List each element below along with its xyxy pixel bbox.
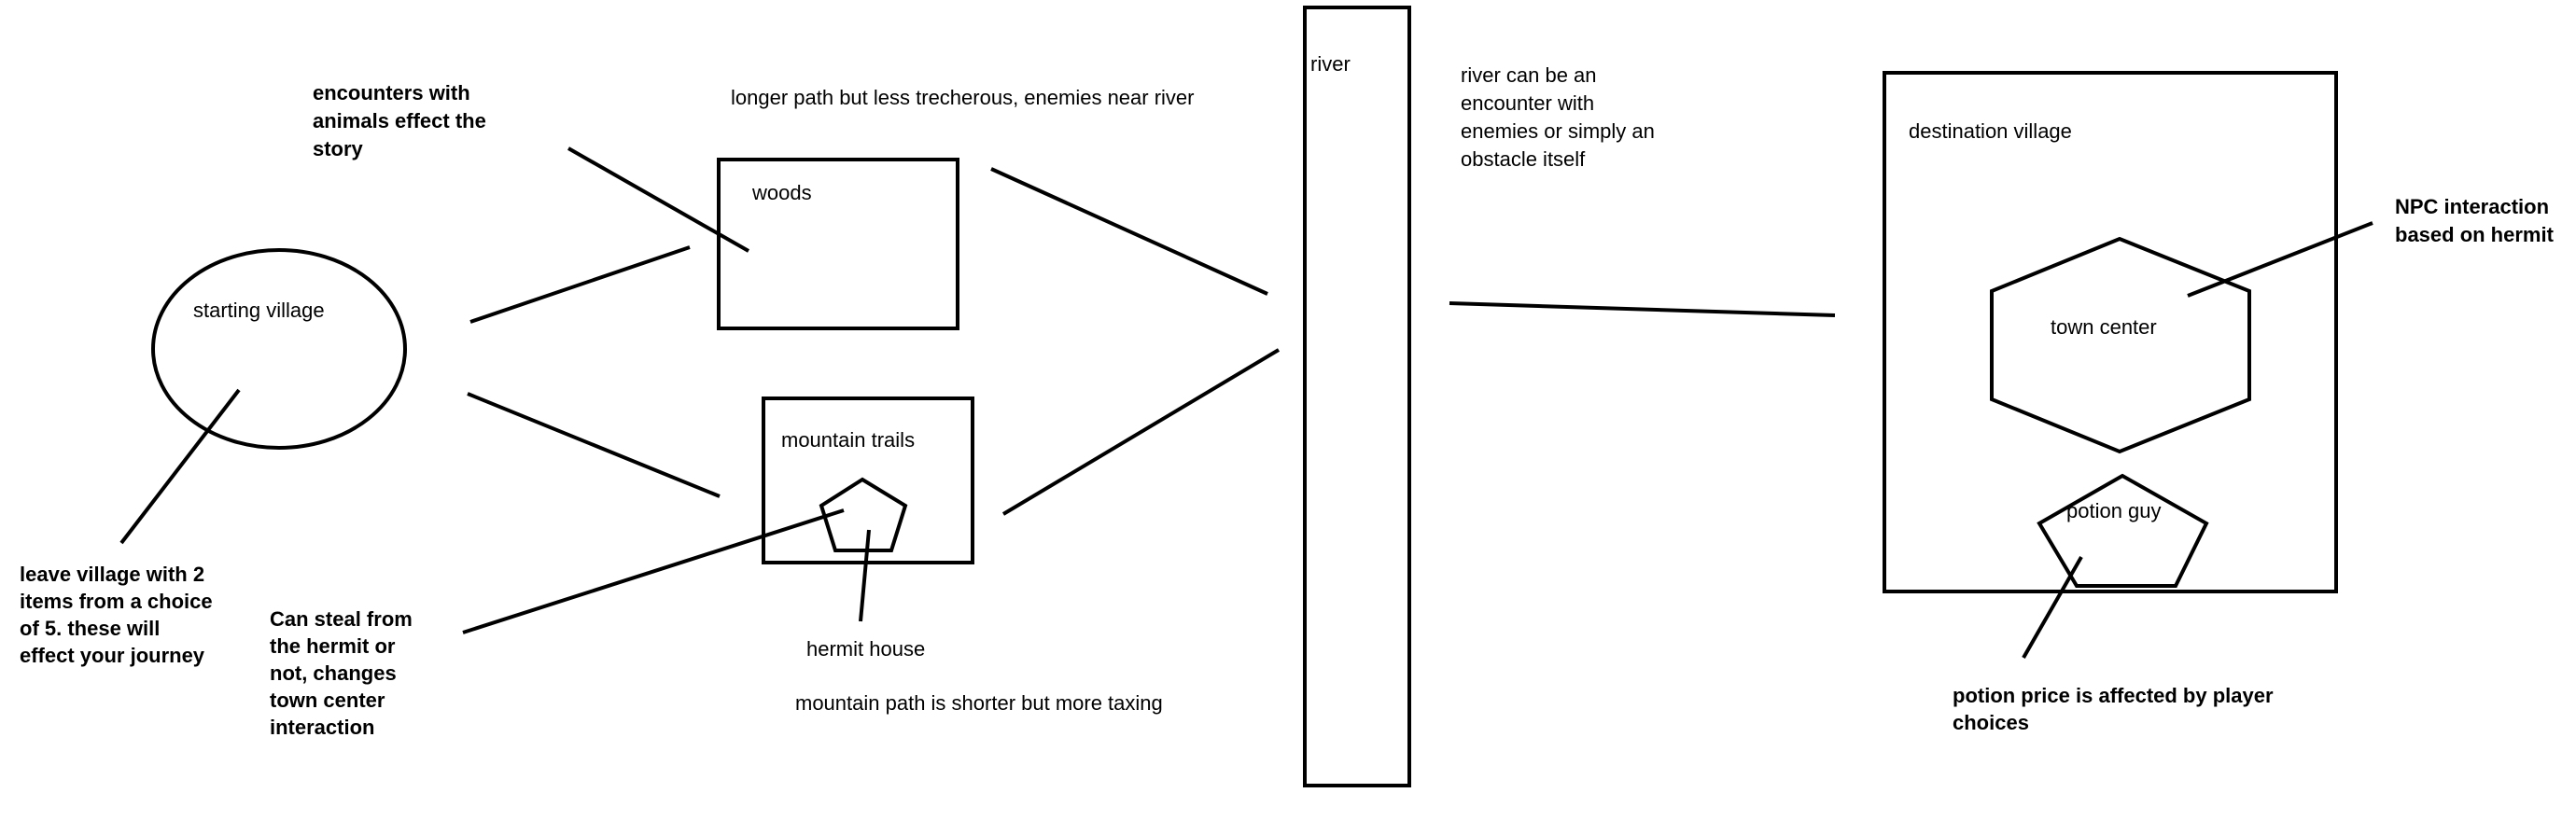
note-animals: encounters with animals effect the story: [313, 81, 486, 160]
note-river-encounter-line: river can be an: [1461, 63, 1597, 87]
connector-woods-to-river: [990, 167, 1268, 296]
note-steal-line: not, changes: [270, 661, 397, 685]
note-leave-village-line: of 5. these will: [20, 617, 160, 640]
hermit-house-pentagon: [819, 477, 908, 552]
note-animals-line: animals effect the: [313, 109, 486, 132]
note-leave-village-line: effect your journey: [20, 644, 205, 667]
note-steal-line: the hermit or: [270, 634, 396, 658]
connector-village-to-mountain: [467, 392, 721, 498]
note-npc-line: NPC interaction: [2395, 195, 2549, 218]
note-animals-line: encounters with: [313, 81, 470, 104]
connector-mountain-to-river: [1001, 348, 1281, 516]
note-river-encounter: river can be an encounter with enemies o…: [1461, 63, 1655, 171]
woods-box: [717, 158, 959, 330]
note-steal: Can steal from the hermit or not, change…: [270, 607, 413, 739]
potion-guy-label: potion guy: [2066, 499, 2162, 522]
starting-village-ellipse: [151, 248, 407, 450]
destination-village-label: destination village: [1909, 119, 2072, 143]
river-box: [1303, 6, 1411, 787]
connector-river-to-destination: [1449, 301, 1836, 317]
note-steal-line: Can steal from: [270, 607, 413, 631]
town-center-label: town center: [2051, 315, 2157, 339]
note-npc: NPC interaction based on hermit: [2395, 195, 2555, 246]
town-center-hexagon: [1990, 236, 2251, 454]
note-river-encounter-line: obstacle itself: [1461, 147, 1586, 171]
woods-label: woods: [751, 181, 812, 204]
pointer-steal-note: [462, 508, 845, 634]
note-longer-path: longer path but less trecherous, enemies…: [731, 86, 1194, 109]
pointer-hermit-house-label: [859, 529, 871, 622]
potion-guy-pentagon: [2037, 473, 2209, 588]
note-potion-price: potion price is affected by player choic…: [1953, 684, 2274, 734]
note-river-encounter-line: enemies or simply an: [1461, 119, 1655, 143]
destination-village-box: [1883, 71, 2338, 593]
note-potion-price-line: choices: [1953, 711, 2029, 734]
note-steal-line: interaction: [270, 716, 374, 739]
pointer-animals-note: [567, 146, 749, 253]
pointer-npc-note: [2187, 221, 2373, 298]
note-river-encounter-line: encounter with: [1461, 91, 1594, 115]
mountain-trails-box: [762, 397, 974, 564]
note-npc-line: based on hermit: [2395, 223, 2555, 246]
river-label: river: [1310, 52, 1351, 76]
note-leave-village-line: items from a choice: [20, 590, 213, 613]
note-mountain-path: mountain path is shorter but more taxing: [795, 691, 1163, 715]
note-animals-line: story: [313, 137, 364, 160]
starting-village-label: starting village: [193, 299, 325, 322]
note-leave-village-line: leave village with 2: [20, 563, 204, 586]
mountain-trails-label: mountain trails: [781, 428, 915, 452]
connector-village-to-woods: [469, 245, 691, 324]
pointer-leave-village-note: [119, 388, 241, 545]
hermit-house-label: hermit house: [806, 637, 925, 661]
pointer-potion-price-note: [2022, 556, 2083, 659]
note-steal-line: town center: [270, 689, 385, 712]
note-potion-price-line: potion price is affected by player: [1953, 684, 2274, 707]
note-leave-village: leave village with 2 items from a choice…: [20, 563, 213, 667]
